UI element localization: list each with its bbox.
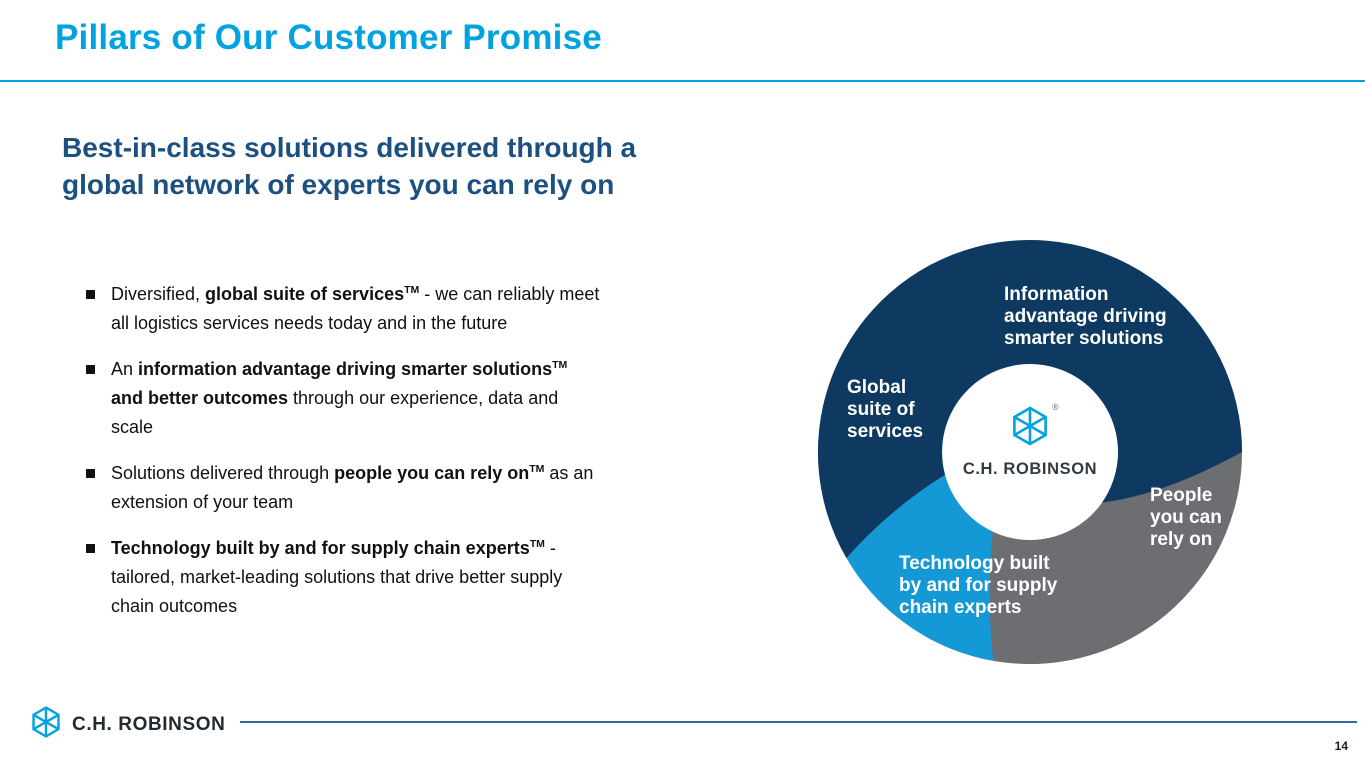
slide-subtitle: Best-in-class solutions delivered throug… (62, 132, 637, 200)
bullet-text: Solutions delivered through people you c… (111, 463, 594, 512)
bullet-text: An information advantage driving smarter… (111, 359, 568, 437)
page-number: 14 (1334, 739, 1348, 753)
bullet-item: Technology built by and for supply chain… (86, 534, 766, 621)
title-rule (0, 80, 1365, 82)
wheel-label-technology: Technology built by and for supply chain… (899, 553, 1058, 618)
segment-information-navy (818, 240, 1242, 558)
footer-logo-wordmark: C.H. ROBINSON (72, 713, 226, 735)
bullet-marker (86, 544, 95, 553)
bullet-marker (86, 290, 95, 299)
chrobinson-hexagon-icon (30, 704, 62, 745)
center-company-logo: ® C.H. ROBINSON (935, 402, 1125, 479)
slide-title: Pillars of Our Customer Promise (55, 18, 602, 57)
wheel-label-global-suite: Global suite of services (847, 377, 924, 442)
wheel-label-people-rely: People you can rely on (1150, 485, 1222, 550)
wheel-label-information-advantage: Information advantage driving smarter so… (1004, 284, 1167, 349)
bullet-item: Diversified, global suite of servicesTM … (86, 280, 766, 338)
bullet-text: Technology built by and for supply chain… (111, 538, 563, 616)
footer-company-logo: C.H. ROBINSON (30, 704, 225, 745)
bullet-marker (86, 365, 95, 374)
wheel-graphic (817, 240, 1243, 665)
registered-trademark-symbol: ® (1052, 402, 1059, 412)
bullet-marker (86, 469, 95, 478)
chrobinson-hexagon-icon: ® (1010, 402, 1059, 453)
wheel-center-hole (943, 365, 1117, 539)
bullet-item: An information advantage driving smarter… (86, 355, 766, 442)
customer-promise-wheel-diagram: Information advantage driving smarter so… (810, 232, 1250, 672)
center-logo-wordmark: C.H. ROBINSON (962, 460, 1098, 478)
footer-rule (240, 721, 1357, 723)
bullet-text: Diversified, global suite of servicesTM … (111, 284, 600, 333)
bullet-item: Solutions delivered through people you c… (86, 459, 766, 517)
bullet-list: Diversified, global suite of servicesTM … (86, 280, 766, 638)
